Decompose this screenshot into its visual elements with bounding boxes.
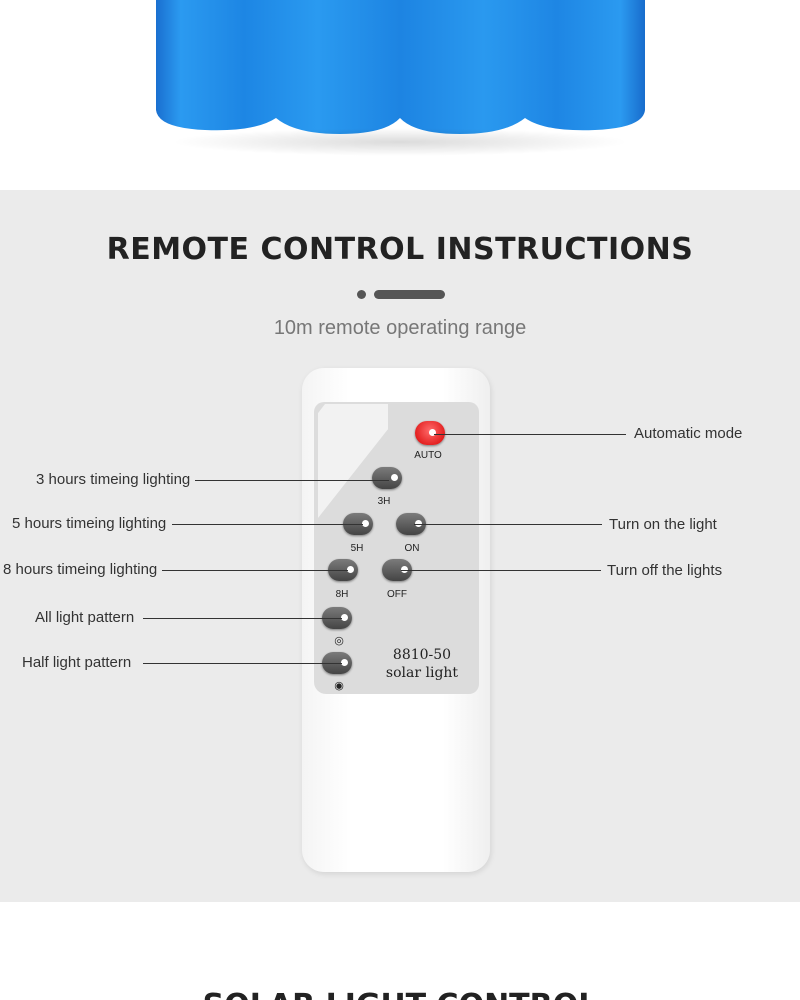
off-label: OFF — [387, 589, 407, 600]
callout-turn-on: Turn on the light — [609, 516, 717, 533]
battery-pack-image — [156, 0, 645, 134]
3h-label: 3H — [377, 496, 391, 507]
auto-button[interactable] — [415, 421, 445, 445]
half-light-icon: ◉ — [334, 680, 344, 692]
callout-line-5h — [172, 524, 363, 525]
callout-turn-off: Turn off the lights — [607, 562, 723, 579]
3h-button[interactable] — [372, 467, 402, 489]
battery-image-section — [0, 0, 800, 190]
callout-line-on — [414, 524, 602, 525]
callout-line-half — [143, 663, 342, 664]
battery-shadow — [170, 128, 630, 156]
callout-5-hours: 5 hours timeing lighting — [12, 515, 167, 532]
next-section-clip: SOLAR LIGHT CONTROL — [0, 988, 800, 1000]
next-section-title: SOLAR LIGHT CONTROL — [0, 988, 800, 1000]
callout-line-8h — [162, 570, 348, 571]
on-label: ON — [404, 543, 420, 554]
off-button[interactable] — [382, 559, 412, 581]
callout-line-3h — [195, 480, 389, 481]
remote-model-text: 8810-50 solar light — [376, 646, 468, 682]
title-divider-dot — [357, 290, 366, 299]
5h-label: 5H — [350, 543, 364, 554]
callout-automatic-mode: Automatic mode — [634, 425, 743, 442]
callout-3-hours: 3 hours timeing lighting — [36, 471, 191, 488]
callout-line-all — [143, 618, 342, 619]
callout-all-light: All light pattern — [35, 609, 135, 626]
auto-label: AUTO — [414, 450, 442, 461]
model-product: solar light — [385, 665, 459, 681]
callout-half-light: Half light pattern — [22, 654, 132, 671]
8h-label: 8H — [335, 589, 349, 600]
title-divider-bar — [374, 290, 445, 299]
section-title: REMOTE CONTROL INSTRUCTIONS — [106, 232, 694, 267]
range-subtitle: 10m remote operating range — [273, 317, 527, 339]
all-light-icon: ◎ — [334, 635, 344, 647]
callout-line-auto — [434, 434, 626, 435]
callout-line-off — [401, 570, 601, 571]
model-number: 8810-50 — [392, 647, 452, 663]
callout-8-hours: 8 hours timeing lighting — [3, 561, 158, 578]
on-button[interactable] — [396, 513, 426, 535]
